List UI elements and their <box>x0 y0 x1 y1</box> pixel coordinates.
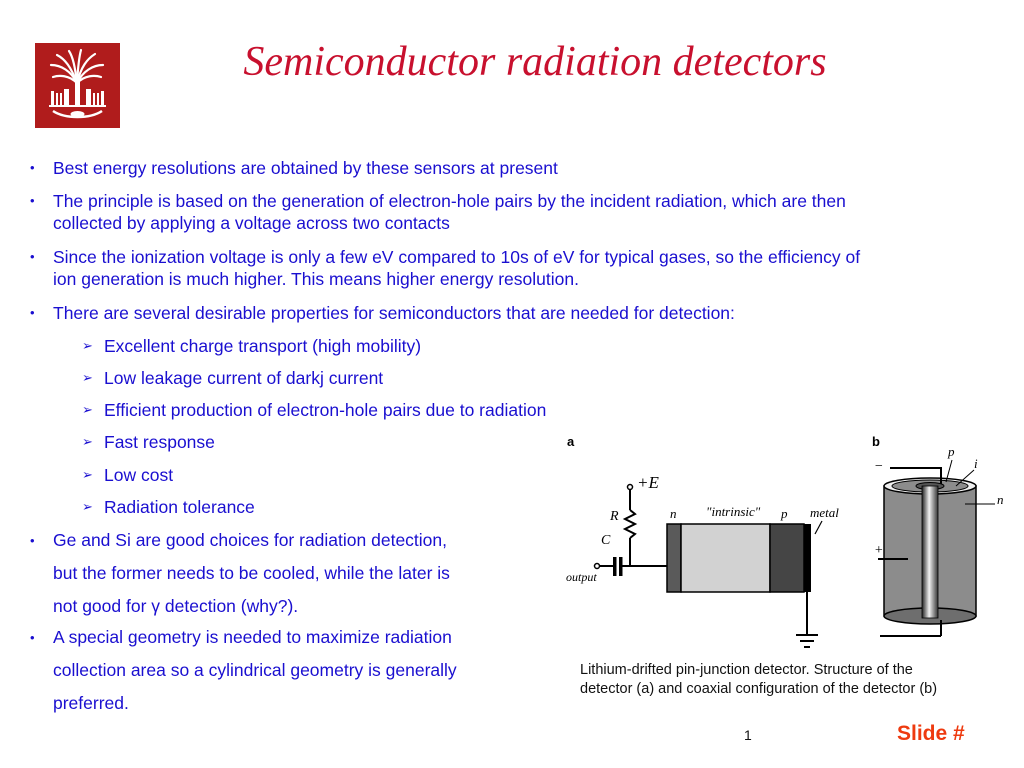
bullet-item: • A special geometry is needed to maximi… <box>30 621 530 720</box>
figure-a-pin-junction-diagram: a +E R C output n "intrinsic" p metal <box>560 432 850 657</box>
bullet-text: Since the ionization voltage is only a f… <box>53 247 861 267</box>
sub-bullet-item: ➢ Efficient production of electron-hole … <box>82 399 546 421</box>
sub-bullet-text: Efficient production of electron-hole pa… <box>104 400 547 420</box>
bullet-text: preferred. <box>53 693 129 713</box>
caption-line: detector (a) and coaxial configuration o… <box>580 681 938 697</box>
sub-bullet-item: ➢ Low cost <box>82 464 173 486</box>
bullet-text: but the former needs to be cooled, while… <box>53 563 450 583</box>
bullet-text: There are several desirable properties f… <box>53 303 735 323</box>
page-number: 1 <box>744 727 752 743</box>
arrow-bullet-icon: ➢ <box>82 370 93 385</box>
slide-number-label: Slide # <box>897 722 965 745</box>
arrow-bullet-icon: ➢ <box>82 499 93 514</box>
arrow-bullet-icon: ➢ <box>82 434 93 449</box>
bullet-text: collection area so a cylindrical geometr… <box>53 660 457 680</box>
output-label: output <box>566 570 597 584</box>
p-layer-label: p <box>947 444 955 459</box>
bullet-text: Best energy resolutions are obtained by … <box>53 158 558 178</box>
sub-bullet-text: Low leakage current of darkj current <box>104 368 384 388</box>
sub-bullet-text: Radiation tolerance <box>104 497 255 517</box>
bullet-text: The principle is based on the generation… <box>53 191 846 211</box>
bullet-marker: • <box>30 193 35 208</box>
bullet-item: • Since the ionization voltage is only a… <box>30 246 990 290</box>
i-layer-label: i <box>974 456 978 471</box>
sub-bullet-text: Fast response <box>104 432 215 452</box>
bullet-text: not good for γ detection (why?). <box>53 596 299 616</box>
palmetto-seal-icon <box>49 48 106 119</box>
university-logo <box>35 43 120 128</box>
n-region-label: n <box>670 506 677 521</box>
caption-line: Lithium-drifted pin-junction detector. S… <box>580 662 913 678</box>
sub-bullet-item: ➢ Radiation tolerance <box>82 496 255 518</box>
figure-caption: Lithium-drifted pin-junction detector. S… <box>580 661 1010 699</box>
n-layer-label: n <box>997 492 1004 507</box>
bullet-item: • Ge and Si are good choices for radiati… <box>30 524 530 623</box>
p-region-label: p <box>780 506 788 521</box>
metal-contact-label: metal <box>810 505 839 520</box>
figure-b-coaxial-diagram: b − + p i n <box>860 432 1010 657</box>
slide-title: Semiconductor radiation detectors <box>243 39 827 85</box>
figure-b-label: b <box>872 434 880 449</box>
bullet-marker: • <box>30 305 35 320</box>
sub-bullet-item: ➢ Excellent charge transport (high mobil… <box>82 335 421 357</box>
bullet-text: Ge and Si are good choices for radiation… <box>53 530 447 550</box>
sub-bullet-text: Excellent charge transport (high mobilit… <box>104 336 422 356</box>
arrow-bullet-icon: ➢ <box>82 402 93 417</box>
bullet-text: A special geometry is needed to maximize… <box>53 627 452 647</box>
sub-bullet-text: Low cost <box>104 465 174 485</box>
bullet-item: • The principle is based on the generati… <box>30 190 990 234</box>
plus-terminal-label: + <box>874 543 883 558</box>
bullet-marker: • <box>30 533 35 548</box>
minus-terminal-label: − <box>874 459 883 474</box>
bullet-item: • Best energy resolutions are obtained b… <box>30 157 990 179</box>
intrinsic-region-label: "intrinsic" <box>706 504 761 519</box>
capacitor-label: C <box>601 533 611 548</box>
bullet-item: • There are several desirable properties… <box>30 302 990 324</box>
bullet-marker: • <box>30 249 35 264</box>
arrow-bullet-icon: ➢ <box>82 467 93 482</box>
bullet-text: collected by applying a voltage across t… <box>53 213 450 233</box>
figure-a-label: a <box>567 434 575 449</box>
sub-bullet-item: ➢ Fast response <box>82 431 215 453</box>
bullet-marker: • <box>30 630 35 645</box>
sub-bullet-item: ➢ Low leakage current of darkj current <box>82 367 383 389</box>
bullet-marker: • <box>30 160 35 175</box>
arrow-bullet-icon: ➢ <box>82 338 93 353</box>
resistor-label: R <box>609 509 619 524</box>
supply-voltage-label: +E <box>637 473 659 492</box>
bullet-text: ion generation is much higher. This mean… <box>53 269 579 289</box>
